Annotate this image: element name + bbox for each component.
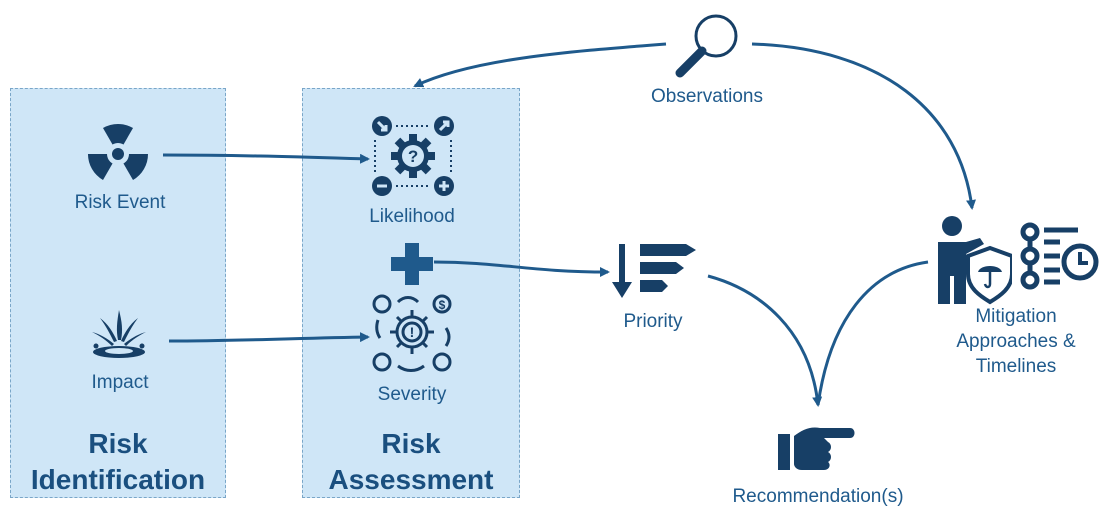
arrow-observations-to-assessment	[413, 42, 667, 88]
svg-text:!: !	[410, 324, 415, 340]
pointing-hand-icon	[778, 427, 855, 470]
likelihood-label: Likelihood	[369, 206, 455, 227]
severity-gear-icon: $ !	[372, 294, 452, 372]
radiation-icon	[87, 124, 149, 180]
recommendations-label: Recommendation(s)	[732, 486, 904, 507]
svg-text:$: $	[439, 298, 446, 312]
risk-event-label: Risk Event	[74, 192, 166, 213]
person-shield-icon	[938, 216, 1012, 305]
priority-sort-icon	[612, 244, 696, 298]
risk-assessment-title: Risk Assessment	[328, 428, 494, 495]
timeline-clock-icon	[1020, 222, 1099, 290]
arrow-plus-to-priority	[433, 260, 610, 277]
mitigation-label: Mitigation Approaches & Timelines	[956, 306, 1076, 377]
likelihood-gear-icon: ?	[372, 116, 454, 196]
svg-text:?: ?	[408, 147, 418, 166]
risk-identification-title: Risk Identification	[30, 428, 206, 495]
impact-label: Impact	[91, 372, 149, 393]
arrow-risk-event-to-likelihood	[162, 153, 370, 164]
arrow-impact-to-severity	[168, 332, 370, 343]
observations-label: Observations	[651, 86, 763, 107]
severity-label: Severity	[377, 384, 447, 405]
arrow-priority-to-recommendation	[707, 274, 823, 407]
splash-icon	[92, 310, 146, 358]
magnifier-icon	[675, 14, 738, 78]
plus-icon	[391, 243, 433, 285]
arrow-observations-to-mitigation	[751, 42, 976, 210]
arrow-mitigation-to-recommendation	[816, 260, 929, 406]
priority-label: Priority	[623, 311, 683, 332]
